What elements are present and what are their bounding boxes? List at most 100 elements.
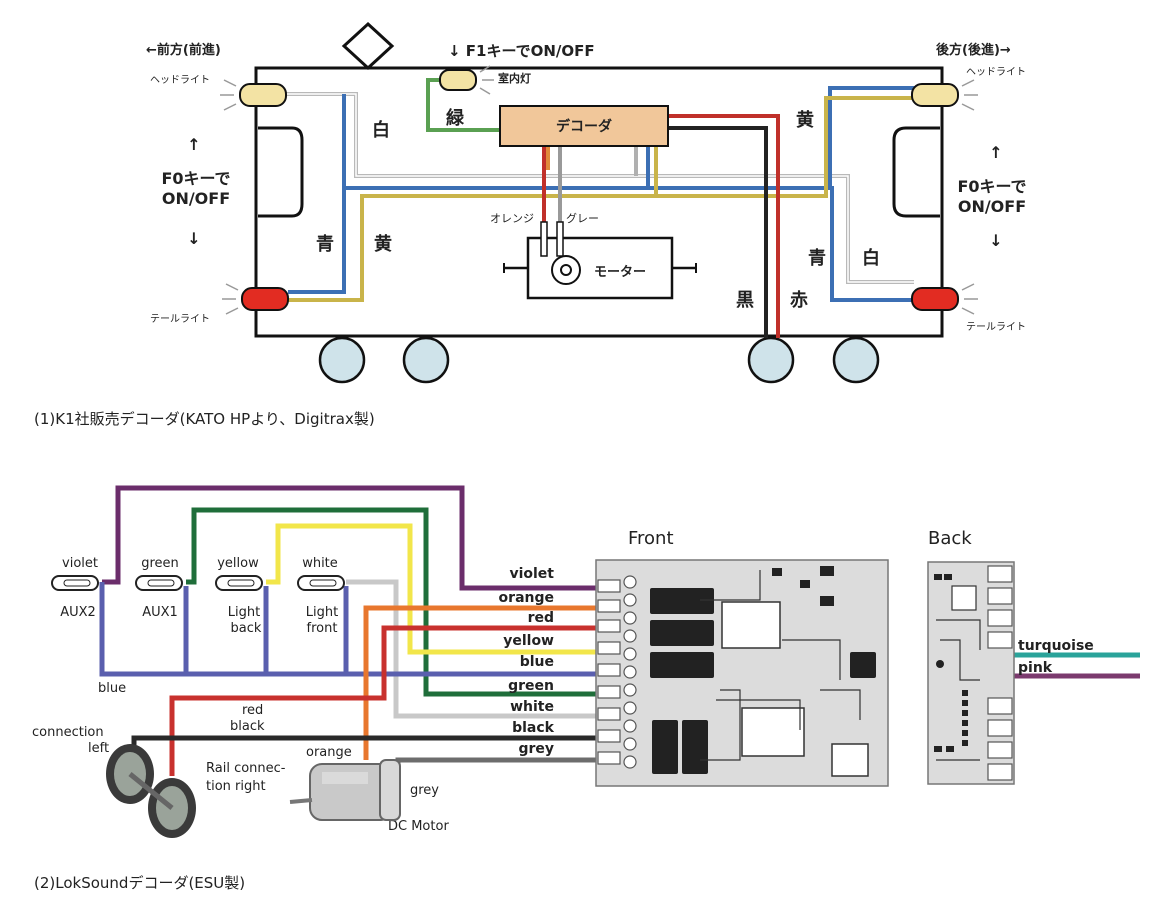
wire-red: [668, 114, 780, 338]
front-title: Front: [628, 528, 674, 549]
ic-block: [831, 743, 869, 777]
arrow-up-left: ↑: [187, 135, 200, 154]
pin-pads: [597, 575, 637, 769]
lamp-aux2-label: AUX2: [60, 605, 96, 620]
wire-label-white: 白: [372, 119, 390, 141]
taillight-left-label: テールライト: [150, 313, 210, 325]
diagram-kato: デコーダ モーター ←前方(前進) 後方(後進)→ ↓ F1キーでON/OFF …: [34, 21, 1027, 428]
headlight-right-label: ヘッドライト: [966, 66, 1026, 78]
wheel: [402, 336, 450, 384]
blue-wire-label: blue: [98, 681, 126, 696]
f0-label-left-2: ON/OFF: [162, 189, 230, 208]
rail-right-label-2: tion right: [206, 779, 266, 794]
motor-lead: [540, 221, 548, 257]
light-rays: [220, 65, 978, 315]
wire-label-yellow-left: 黄: [374, 233, 392, 255]
connection-left-label-2: left: [88, 741, 109, 756]
red-wire-label: red: [242, 703, 263, 718]
wire-blue: [99, 582, 596, 677]
lamp-label-yellow: yellow: [217, 556, 259, 571]
dc-motor-label: DC Motor: [388, 819, 449, 834]
motor-lead: [556, 221, 564, 257]
caption-2: (2)LokSoundデコーダ(ESU製): [34, 874, 245, 892]
wire-green: [186, 507, 596, 697]
taillight-left: [241, 287, 289, 311]
wire-black: [668, 126, 768, 338]
pin-label-black: black: [512, 720, 555, 736]
lamp-label-white: white: [302, 556, 338, 571]
decoder-back-board: [927, 561, 1015, 785]
lamp-front-label-2: front: [307, 621, 338, 636]
wire-label-blue-right: 青: [808, 248, 826, 269]
decoder-label: デコーダ: [556, 118, 612, 135]
black-wire-label: black: [230, 719, 265, 734]
wire-red: [169, 625, 596, 776]
motor-terminal-inner: [560, 264, 572, 276]
pin-label-green: green: [508, 678, 554, 694]
cab-window-left: [258, 126, 304, 218]
taillight-right: [911, 287, 959, 311]
wire-label-black: 黒: [736, 290, 754, 311]
orange-wire-label: オレンジ: [490, 212, 534, 225]
motor-label: モーター: [594, 265, 646, 280]
grey-wire-label: グレー: [566, 211, 599, 225]
f0-label-right-1: F0キーで: [957, 177, 1026, 196]
caption-1: (1)K1社販売デコーダ(KATO HPより、Digitrax製): [34, 410, 375, 428]
back-title: Back: [928, 528, 972, 549]
lamp-label-green: green: [141, 556, 179, 571]
pin-label-blue: blue: [520, 654, 554, 670]
car-body-outline: [254, 66, 944, 338]
back-pin-label-turquoise: turquoise: [1018, 638, 1094, 654]
rail-right-label-1: Rail connec-: [206, 761, 286, 776]
wire-label-blue-left: 青: [316, 234, 334, 255]
taillight-right-label: テールライト: [966, 321, 1026, 333]
grey-wire-label: grey: [410, 783, 439, 798]
headlight-left-label: ヘッドライト: [150, 74, 210, 86]
ic-block: [721, 601, 781, 649]
headlight-left: [239, 83, 287, 107]
wire-white: [346, 579, 596, 719]
arrow-down-right: ↓: [989, 231, 1002, 250]
arrow-up-right: ↑: [989, 143, 1002, 162]
pin-label-orange: orange: [499, 590, 554, 606]
f0-label-right-2: ON/OFF: [958, 197, 1026, 216]
diagram1-wires: [284, 78, 916, 338]
f0-label-left-1: F0キーで: [161, 169, 230, 188]
ic-block: [741, 707, 805, 757]
orange-wire-label: orange: [306, 745, 352, 760]
wire-violet: [102, 485, 596, 591]
decoder-box: [499, 105, 669, 147]
rear-direction-label: 後方(後進)→: [936, 42, 1011, 58]
pin-label-grey: grey: [518, 741, 554, 757]
diagram-esu: violet green yellow white AUX2 AUX1 Ligh…: [32, 485, 1140, 892]
cab-window-right: [892, 126, 940, 218]
rail-wheels: [106, 744, 196, 838]
dc-motor: [289, 759, 401, 821]
lamp-light-front: [297, 575, 345, 591]
wheel: [747, 336, 795, 384]
pin-label-violet: violet: [509, 566, 554, 582]
connection-left-label-1: connection: [32, 725, 104, 740]
wire-label-green: 緑: [446, 107, 465, 129]
lamp-label-violet: violet: [62, 556, 98, 571]
room-light: [439, 69, 477, 91]
pin-label-yellow: yellow: [503, 633, 554, 649]
wire-green: [426, 78, 500, 132]
wire-yellow: [266, 523, 596, 655]
traces: [700, 570, 861, 761]
wire-grey: [395, 757, 596, 776]
lamp-front-label-1: Light: [306, 605, 338, 620]
pantograph-diamond: [341, 21, 395, 71]
pin-label-white: white: [510, 699, 554, 715]
lamp-back-label-2: back: [231, 621, 262, 636]
wire-label-white-right: 白: [862, 247, 880, 269]
wire-label-yellow-right: 黄: [796, 109, 814, 131]
wire-blue: [344, 86, 916, 190]
room-light-label: 室内灯: [498, 71, 531, 85]
arrow-down-left: ↓: [187, 229, 200, 248]
lamps: [51, 575, 345, 591]
wire-label-red: 赤: [790, 290, 808, 311]
wheel: [832, 336, 880, 384]
wire-orange: [363, 605, 596, 760]
f1-label: ↓ F1キーでON/OFF: [448, 42, 595, 60]
